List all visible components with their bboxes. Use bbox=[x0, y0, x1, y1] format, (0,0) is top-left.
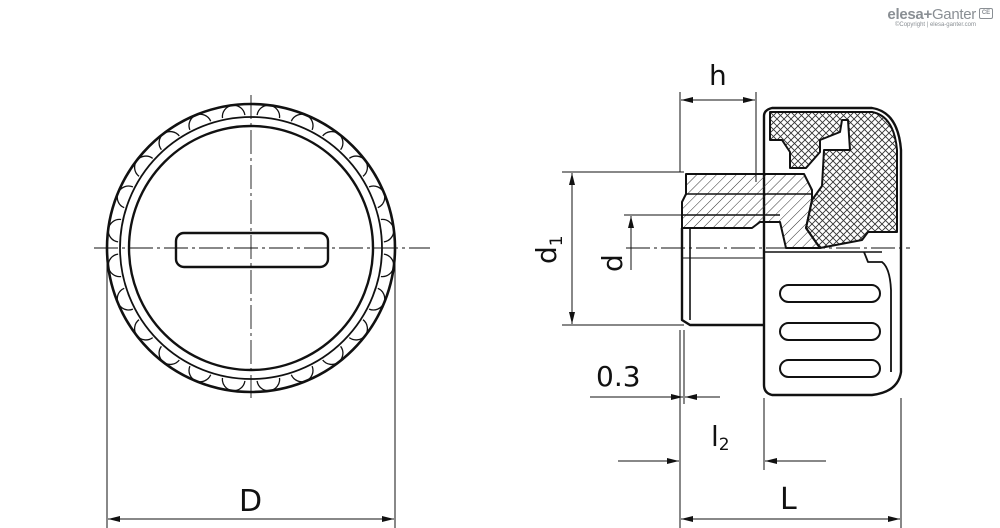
dim-d1 bbox=[562, 171, 684, 326]
cap-lower-rim bbox=[863, 251, 892, 372]
knurl-scallop bbox=[133, 319, 154, 341]
label-d: d bbox=[596, 254, 629, 272]
knurl-scallop bbox=[188, 365, 212, 383]
screwdriver-slot bbox=[174, 231, 330, 269]
knurl-scallop bbox=[380, 253, 395, 278]
knurl-scallop bbox=[221, 104, 246, 119]
knurl-scallop bbox=[116, 287, 134, 311]
dim-h bbox=[679, 92, 757, 182]
knurl-scallop bbox=[380, 218, 395, 243]
label-l2: l2 bbox=[711, 420, 730, 455]
cap-outline bbox=[762, 106, 903, 397]
knurl-scallop bbox=[348, 155, 369, 177]
label-D: D bbox=[239, 484, 262, 519]
knurl-scallop bbox=[348, 319, 369, 341]
knurl-scallop bbox=[107, 218, 122, 243]
side-view bbox=[626, 106, 910, 397]
ce-badge: CE bbox=[979, 8, 993, 19]
knurl-scallop bbox=[221, 377, 246, 392]
knurl-scallop bbox=[290, 113, 314, 131]
dim-D bbox=[106, 256, 396, 528]
dim-l2 bbox=[618, 330, 826, 528]
knurl-scallop bbox=[158, 130, 180, 151]
label-d1: d1 bbox=[530, 235, 567, 264]
knurl-scallops bbox=[107, 104, 395, 392]
cap-ribs bbox=[779, 284, 881, 378]
knurl-scallop bbox=[256, 104, 281, 119]
elesa-ganter-logo: elesa+Ganter ©Copyright | elesa-ganter.c… bbox=[887, 6, 993, 28]
knurl-scallop bbox=[322, 130, 344, 151]
knurl-scallop bbox=[188, 113, 212, 131]
label-L: L bbox=[780, 482, 797, 517]
knurl-scallop bbox=[158, 345, 180, 366]
knurl-scallop bbox=[368, 287, 386, 311]
logo-ganter: Ganter bbox=[931, 6, 976, 23]
knurl-scallop bbox=[116, 185, 134, 209]
label-offset: 0.3 bbox=[596, 360, 641, 393]
logo-plus: + bbox=[923, 6, 932, 23]
knurl-scallop bbox=[322, 345, 344, 366]
shank-outline bbox=[680, 228, 764, 327]
dim-0-3 bbox=[590, 330, 720, 404]
knurl-scallop bbox=[368, 185, 386, 209]
logo-brand: elesa+Ganter bbox=[887, 6, 976, 23]
dim-d bbox=[624, 214, 684, 270]
knurl-scallop bbox=[290, 365, 314, 383]
label-h: h bbox=[709, 59, 727, 92]
dim-L bbox=[681, 398, 902, 528]
insert-section bbox=[681, 173, 821, 249]
front-view bbox=[94, 95, 430, 398]
knurl-scallop bbox=[107, 253, 122, 278]
logo-elesa: elesa bbox=[887, 6, 924, 23]
knurl-scallop bbox=[133, 155, 154, 177]
knurl-scallop bbox=[256, 377, 281, 392]
logo-copyright: ©Copyright | elesa-ganter.com bbox=[894, 22, 976, 28]
